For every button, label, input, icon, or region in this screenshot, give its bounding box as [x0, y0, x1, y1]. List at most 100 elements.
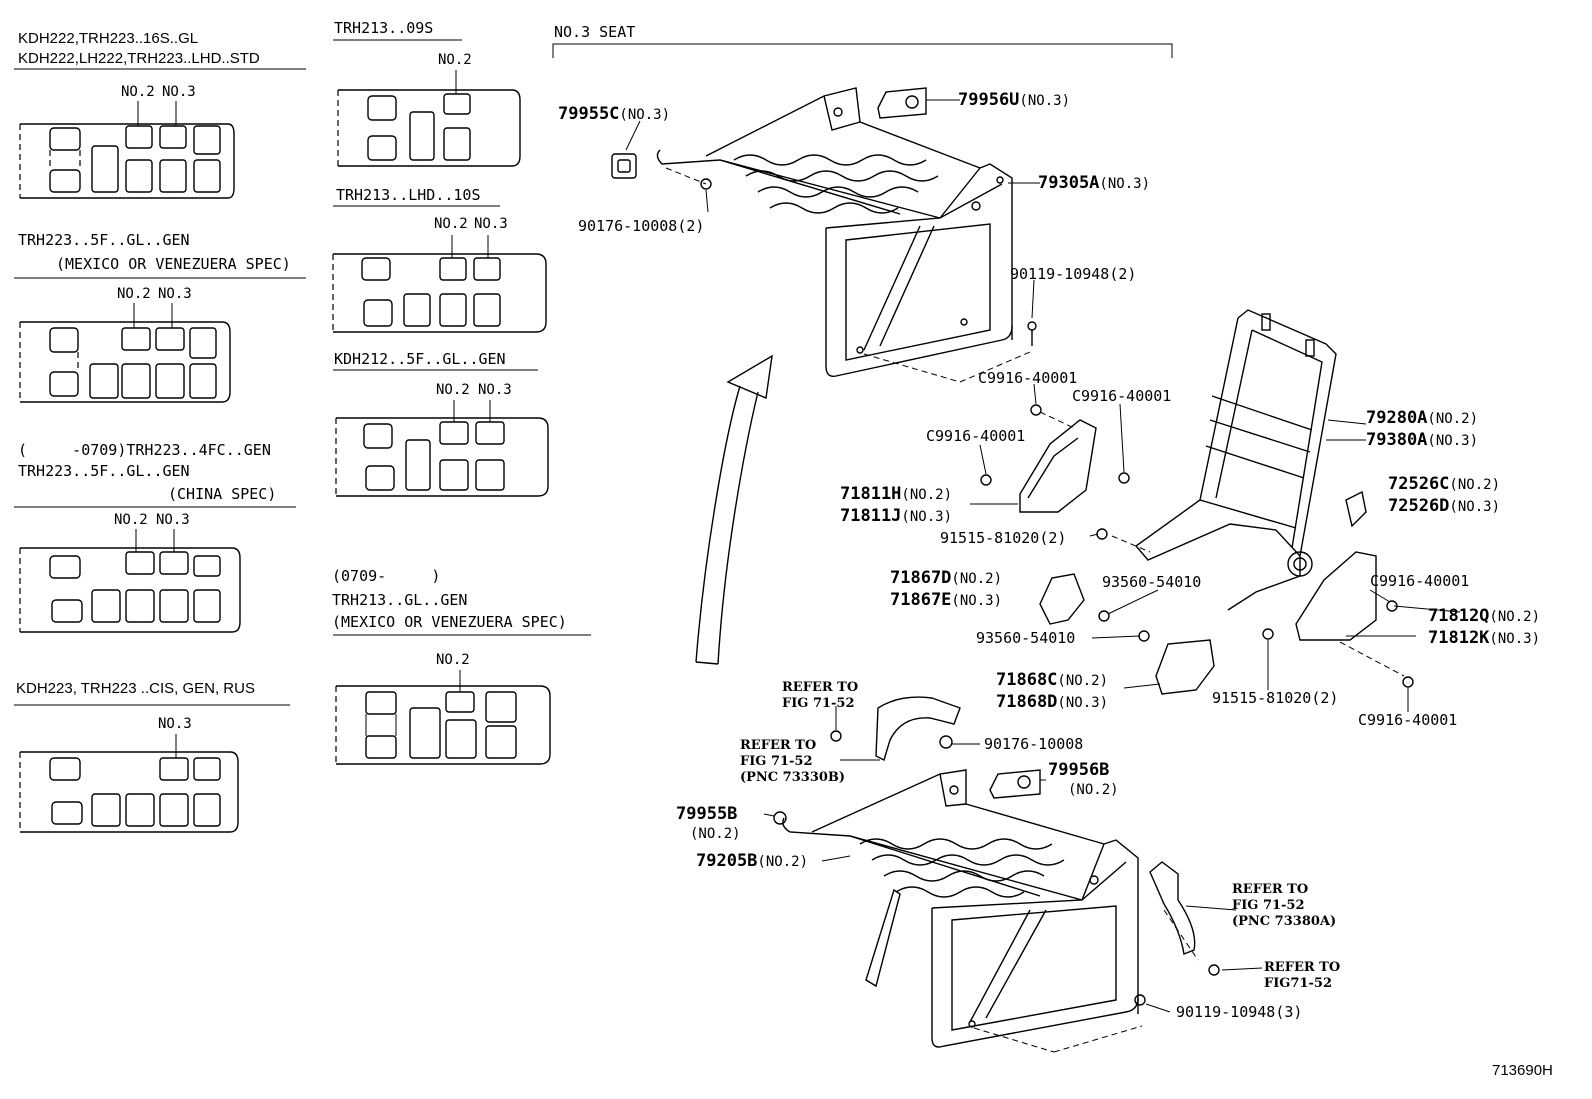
part-79955B[interactable]: 79955B — [676, 804, 738, 824]
seat-layout-middle-2 — [332, 235, 547, 333]
left-section-3-line-1: ( -0709)TRH223..4FC..GEN — [18, 441, 271, 459]
part-71868D[interactable]: 71868D(NO.3) — [996, 694, 1108, 712]
part-code: 79305A — [1038, 173, 1100, 193]
part-qualifier: (NO.3) — [901, 509, 952, 525]
middle-section-2-line-1: TRH213..LHD..10S — [336, 186, 481, 204]
part-71812Q[interactable]: 71812Q(NO.2) — [1428, 608, 1540, 626]
part-C9916-40001-c[interactable]: C9916-40001 — [926, 427, 1026, 445]
part-90119-10948-2-top[interactable]: 90119-10948(2) — [1010, 265, 1137, 283]
part-90176-10008-2-top[interactable]: 90176-10008(2) — [578, 217, 705, 235]
part-71811J[interactable]: 71811J(NO.3) — [840, 508, 952, 526]
part-71867D[interactable]: 71867D(NO.2) — [890, 570, 1002, 588]
part-93560-54010-a[interactable]: 93560-54010 — [1102, 573, 1202, 591]
part-code: 71812K — [1428, 628, 1490, 648]
middle-section-4-line-3: (MEXICO OR VENEZUERA SPEC) — [332, 613, 567, 631]
seat-cushion-frame-no3 — [656, 87, 1031, 383]
part-C9916-40001-e[interactable]: C9916-40001 — [1358, 711, 1458, 729]
small-parts-top — [611, 87, 1037, 346]
part-79205B[interactable]: 79205B(NO.2) — [696, 853, 808, 871]
refer-line-1: REFER TO — [782, 680, 859, 695]
refer-line-3: (PNC 73330B) — [740, 770, 846, 785]
refer-line-2: FIG 71-52 — [740, 754, 813, 769]
refer-line-1: REFER TO — [740, 738, 817, 753]
refer-line-2: FIG 71-52 — [782, 696, 855, 711]
seat-layout-middle-4 — [335, 670, 551, 765]
part-71811H[interactable]: 71811H(NO.2) — [840, 486, 952, 504]
part-code: 72526D — [1388, 496, 1450, 516]
part-qualifier: (NO.2) — [951, 571, 1002, 587]
seat-layout-left-4 — [19, 734, 239, 833]
part-72526C[interactable]: 72526C(NO.2) — [1388, 476, 1500, 494]
part-qualifier: (NO.3) — [951, 593, 1002, 609]
left-section-3-label-no3: NO.3 — [156, 512, 190, 528]
part-qualifier: (NO.2) — [1449, 477, 1500, 493]
part-79955B-qualifier: (NO.2) — [690, 826, 741, 842]
part-code: 79280A — [1366, 408, 1428, 428]
middle-section-2-label-no3: NO.3 — [474, 216, 508, 232]
part-79280A[interactable]: 79280A(NO.2) — [1366, 410, 1478, 428]
middle-section-4-line-1: (0709- ) — [332, 567, 441, 585]
refer-line-2: FIG 71-52 — [1232, 898, 1305, 913]
middle-section-3-line-1: KDH212..5F..GL..GEN — [334, 350, 506, 368]
part-qualifier: (NO.3) — [1427, 433, 1478, 449]
seat-layout-left-1 — [19, 101, 235, 199]
seat-layout-left-2 — [19, 303, 231, 403]
left-section-4-line-1: KDH223, TRH223 ..CIS, GEN, RUS — [16, 680, 255, 697]
part-72526D[interactable]: 72526D(NO.3) — [1388, 498, 1500, 516]
part-code: 72526C — [1388, 474, 1450, 494]
part-code: 79956U — [958, 90, 1020, 110]
part-79956B[interactable]: 79956B — [1048, 760, 1110, 780]
part-code: 71867E — [890, 590, 952, 610]
middle-section-4-label-no2: NO.2 — [436, 652, 470, 668]
part-code: 71811J — [840, 506, 902, 526]
part-C9916-40001-b[interactable]: C9916-40001 — [1072, 387, 1172, 405]
seat-layout-left-3 — [19, 529, 241, 633]
part-qualifier: (NO.3) — [1057, 695, 1108, 711]
part-qualifier: (NO.3) — [1099, 176, 1150, 192]
middle-section-3-label-no3: NO.3 — [478, 382, 512, 398]
part-79956U[interactable]: 79956U(NO.3) — [958, 92, 1070, 110]
part-code: 71867D — [890, 568, 952, 588]
left-section-2-label-no2: NO.2 — [117, 286, 151, 302]
part-90176-10008-bottom[interactable]: 90176-10008 — [984, 735, 1084, 753]
middle-section-1-line-1: TRH213..09S — [334, 19, 434, 37]
part-code: 71868D — [996, 692, 1058, 712]
part-code: 79380A — [1366, 430, 1428, 450]
part-91515-81020-2-b[interactable]: 91515-81020(2) — [1212, 689, 1339, 707]
part-code: 71811H — [840, 484, 902, 504]
header-underlines — [14, 39, 1173, 706]
seat-layout-middle-1 — [337, 70, 521, 167]
part-90119-10948-3-bottom[interactable]: 90119-10948(3) — [1176, 1003, 1303, 1021]
middle-section-4-line-2: TRH213..GL..GEN — [332, 591, 468, 609]
part-71812K[interactable]: 71812K(NO.3) — [1428, 630, 1540, 648]
part-79956B-qualifier: (NO.2) — [1068, 782, 1119, 798]
part-91515-81020-2-a[interactable]: 91515-81020(2) — [940, 529, 1067, 547]
part-79305A[interactable]: 79305A(NO.3) — [1038, 175, 1150, 193]
part-71868C[interactable]: 71868C(NO.2) — [996, 672, 1108, 690]
part-qualifier: (NO.2) — [757, 854, 808, 870]
part-qualifier: (NO.2) — [1057, 673, 1108, 689]
part-79955C[interactable]: 79955C(NO.3) — [558, 106, 670, 124]
diagram-id: 713690H — [1492, 1062, 1553, 1079]
refer-line-1: REFER TO — [1232, 882, 1309, 897]
part-79380A[interactable]: 79380A(NO.3) — [1366, 432, 1478, 450]
left-section-1-label-no2: NO.2 — [121, 84, 155, 100]
part-qualifier: (NO.3) — [1019, 93, 1070, 109]
left-section-2-line-1: TRH223..5F..GL..GEN — [18, 231, 190, 249]
refer-line-3: (PNC 73380A) — [1232, 914, 1337, 929]
part-71867E[interactable]: 71867E(NO.3) — [890, 592, 1002, 610]
refer-line-1: REFER TO — [1264, 960, 1341, 975]
leader-lines — [625, 99, 1461, 1013]
part-93560-54010-b[interactable]: 93560-54010 — [976, 629, 1076, 647]
part-C9916-40001-a[interactable]: C9916-40001 — [978, 369, 1078, 387]
left-section-1-label-no3: NO.3 — [162, 84, 196, 100]
left-section-4-label-no3: NO.3 — [158, 716, 192, 732]
part-C9916-40001-d[interactable]: C9916-40001 — [1370, 572, 1470, 590]
middle-section-2-label-no2: NO.2 — [434, 216, 468, 232]
